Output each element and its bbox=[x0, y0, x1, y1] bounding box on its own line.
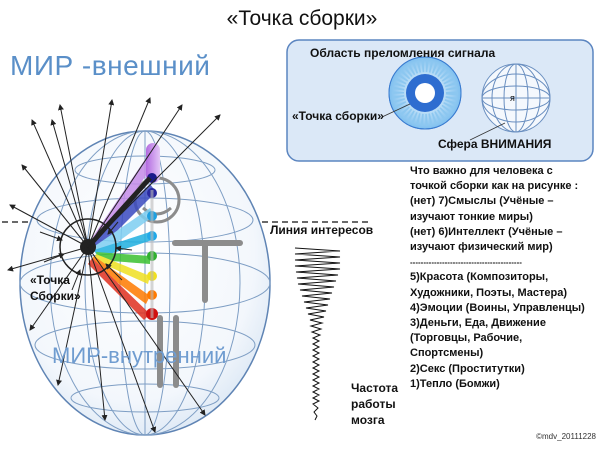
notes-line: изучают тонкие миры) bbox=[410, 210, 533, 223]
notes-line: Что важно для человека с bbox=[410, 165, 553, 177]
world-sphere bbox=[19, 130, 271, 436]
brain-frequency-label: Частота работы мозга bbox=[351, 380, 398, 428]
me-globe bbox=[481, 63, 551, 133]
notes-line: 2)Секс (Проститутки) bbox=[410, 362, 525, 375]
attention-sphere-ring bbox=[388, 56, 462, 130]
notes-line: Художники, Поэты, Мастера) bbox=[410, 286, 568, 299]
assembly-point-label: «Точка Сборки» bbox=[30, 272, 81, 304]
assembly-point-label-line: Сборки» bbox=[30, 289, 81, 303]
violet-column bbox=[146, 143, 160, 183]
panel-sphere-label: Сфера ВНИМАНИЯ bbox=[438, 137, 552, 151]
notes-line: (нет) 7)Смыслы (Учёные – bbox=[410, 195, 554, 208]
notes-line: Спортсмены) bbox=[410, 347, 484, 360]
notes-list: Что важно для человека с точкой сборки к… bbox=[410, 164, 596, 392]
outer-world-label: МИР -внешний bbox=[10, 50, 211, 81]
inner-world-label: МИР-внутренний bbox=[52, 343, 227, 368]
panel-assembly-point-label: «Точка сборки» bbox=[292, 109, 384, 123]
brain-frequency-line: мозга bbox=[351, 413, 385, 427]
notes-line: (нет) 6)Интеллект (Учёные – bbox=[410, 225, 563, 238]
notes-line: (Торговцы, Рабочие, bbox=[410, 332, 523, 345]
notes-line: 5)Красота (Композиторы, bbox=[410, 271, 549, 284]
brain-frequency-line: Частота bbox=[351, 381, 399, 395]
interest-line-label: Линия интересов bbox=[270, 223, 374, 237]
brain-wave bbox=[294, 247, 341, 421]
notes-line: 3)Деньги, Еда, Движение bbox=[410, 317, 546, 330]
panel-me-label: я bbox=[510, 93, 515, 103]
brain-frequency-line: работы bbox=[351, 397, 396, 411]
notes-line: 4)Эмоции (Воины, Управленцы) bbox=[410, 301, 585, 314]
notes-line: 1)Тепло (Бомжи) bbox=[410, 377, 500, 390]
notes-line: изучают физический мир) bbox=[410, 241, 553, 254]
radiating-arrows bbox=[7, 97, 221, 433]
page-title: «Точка сборки» bbox=[226, 7, 378, 30]
inward-arrows bbox=[39, 221, 133, 291]
notes-separator: ----------------------------------------… bbox=[410, 258, 522, 268]
panel-pointer-line-2 bbox=[469, 122, 506, 141]
panel-pointer-line bbox=[381, 103, 411, 118]
panel-title: Область преломления сигнала bbox=[310, 46, 496, 60]
credit-text: ©mdv_20111228 bbox=[536, 432, 596, 441]
notes-line: точкой сборки как на рисунке : bbox=[410, 180, 579, 193]
assembly-point-label-line: «Точка bbox=[30, 273, 70, 287]
